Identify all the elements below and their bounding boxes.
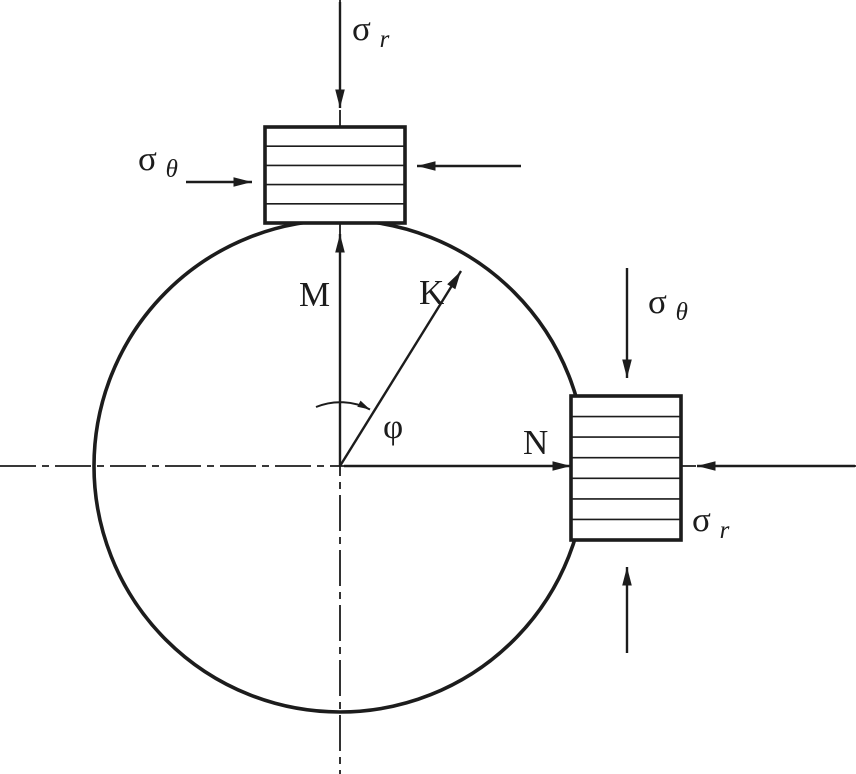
sigma-theta-left-label: σ θ [138, 139, 178, 183]
angle-phi-label: φ [383, 407, 403, 446]
stress-element-top-hatch [265, 145, 405, 205]
sigma-theta-right-label: σ θ [648, 282, 688, 326]
stress-element-right [569, 394, 683, 542]
stress-element-top-rect [263, 125, 407, 225]
sigma-r-right-label: σ r [692, 500, 730, 544]
subscript-r: r [720, 517, 730, 544]
point-k-label: K [419, 273, 444, 312]
sigma-symbol: σ [648, 282, 667, 321]
subscript-r: r [380, 26, 390, 53]
stress-element-top [263, 125, 407, 225]
radius-k-arrow [338, 270, 463, 467]
sigma-r-top-label: σ r [352, 9, 390, 53]
point-m-label: M [299, 275, 330, 314]
point-n-label: N [523, 423, 548, 462]
sigma-symbol: σ [138, 139, 157, 178]
sigma-symbol: σ [352, 9, 371, 48]
stress-element-right-rect [569, 394, 683, 542]
subscript-theta: θ [676, 299, 688, 326]
sigma-symbol: σ [692, 500, 711, 539]
stress-element-right-hatch [571, 415, 681, 521]
subscript-theta: θ [166, 156, 178, 183]
angle-phi-arc [315, 400, 371, 411]
